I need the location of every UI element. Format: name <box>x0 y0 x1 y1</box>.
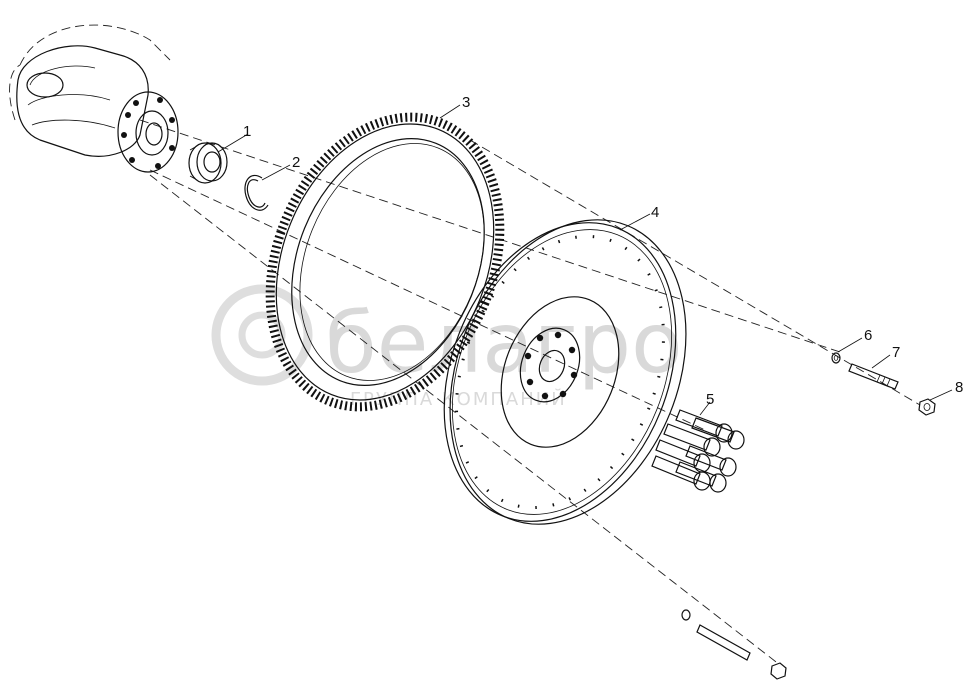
flywheel-bore <box>538 349 566 383</box>
crankshaft-dashed-outline <box>9 24 171 121</box>
crankshaft-flange <box>117 91 179 173</box>
part-1-bearing <box>188 142 228 184</box>
retaining-ring <box>244 174 269 211</box>
watermark: белагро ГРУППА КОМПАНИЙ <box>211 284 683 410</box>
leader-lines <box>217 104 953 416</box>
bearing-face <box>196 142 228 182</box>
flywheel-rim <box>443 222 677 522</box>
axis-line-right <box>469 139 921 406</box>
flywheel-hub-holes <box>524 331 578 400</box>
callout-3: 3 <box>462 94 470 111</box>
part-2-retaining-ring <box>244 174 269 211</box>
bearing-inner <box>203 151 221 173</box>
callout-5: 5 <box>706 391 714 408</box>
flywheel-rim-hole-track <box>454 234 666 510</box>
lower-nut <box>770 662 787 680</box>
callouts: 1 2 3 4 5 6 7 8 <box>243 94 963 408</box>
part-5-flywheel-bolts <box>651 409 745 493</box>
axis-line-middle <box>149 169 706 431</box>
ring-gear-inner-edge <box>299 143 485 381</box>
lower-washer <box>681 609 691 621</box>
part-6-washer <box>831 352 841 364</box>
lower-stud <box>696 624 751 661</box>
crankshaft <box>9 24 179 173</box>
callout-8: 8 <box>955 379 963 396</box>
flywheel-rim-inner <box>451 229 673 515</box>
bearing-outer <box>188 142 222 184</box>
callout-2: 2 <box>292 154 300 171</box>
watermark-logo-ring <box>211 284 313 386</box>
crankshaft-flange-holes <box>121 97 175 169</box>
crankshaft-flange-bore <box>145 122 163 146</box>
crankshaft-flange-inner <box>135 110 169 156</box>
part-3-ring-gear <box>265 112 505 412</box>
part-8-nut <box>918 398 936 416</box>
crankshaft-web <box>16 45 149 157</box>
watermark-brand: белагро <box>325 294 683 392</box>
crankshaft-web-shading <box>27 65 116 129</box>
callout-4: 4 <box>651 204 659 221</box>
lower-fastener-set <box>681 609 787 680</box>
callout-6: 6 <box>864 327 872 344</box>
callout-7: 7 <box>892 344 900 361</box>
callout-1: 1 <box>243 123 251 140</box>
part-7-stud <box>848 363 899 390</box>
axis-line-lower <box>149 174 781 666</box>
flywheel-hub-face <box>500 296 620 448</box>
ring-gear-outer <box>275 123 495 401</box>
axis-line-upper <box>139 119 841 353</box>
assembly-axes <box>139 119 921 666</box>
crankshaft-journal <box>26 72 64 98</box>
part-4-flywheel <box>443 219 687 525</box>
ring-gear-teeth <box>265 112 505 412</box>
